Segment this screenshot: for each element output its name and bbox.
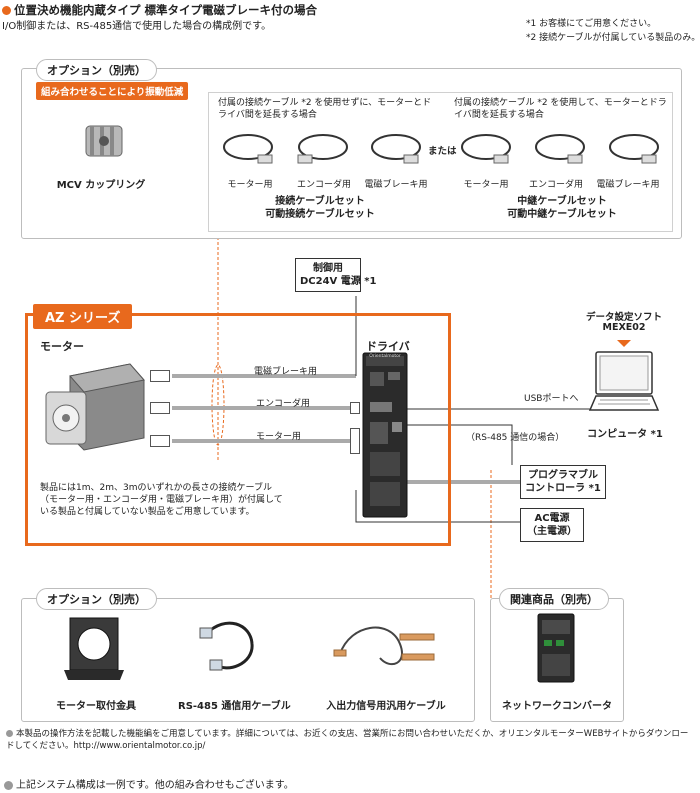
rs485-cable-icon (199, 621, 254, 671)
ac-power-box: AC電源 （主電源） (520, 508, 584, 542)
laptop-icon (588, 351, 660, 411)
driver-brand-text: Orientalmotor (369, 354, 401, 359)
cable-label-brake-left: 電磁ブレーキ用 (364, 180, 428, 190)
brake-connector-motor (150, 370, 170, 382)
vibration-badge: 組み合わせることにより振動低減 (36, 82, 189, 100)
cable-label-brake-right: 電磁ブレーキ用 (596, 180, 660, 190)
rs485-label: （RS-485 通信の場合） (466, 433, 565, 443)
ac-power-line (355, 490, 520, 523)
right-cable-note: 付属の接続ケーブル *2 を使用して、モーターとドライバ間を延長する場合 (454, 98, 667, 120)
page-title-text: 位置決め機能内蔵タイプ 標準タイプ電磁ブレーキ付の場合 (14, 3, 318, 17)
bottom-item-1: モーター取付金具 (56, 701, 136, 712)
related-item: ネットワークコンバータ (502, 701, 612, 712)
power24-line2: DC24V 電源 *1 (300, 276, 377, 287)
encoder-relay-cable-icon (535, 134, 585, 164)
gray-bullet-icon (6, 730, 13, 737)
set-right-2: 可動中継ケーブルセット (507, 209, 617, 220)
set-left-2: 可動接続ケーブルセット (265, 209, 375, 220)
encoder-cable-icon (297, 134, 348, 164)
usb-label: USBポートへ (524, 394, 579, 404)
motor-icon (45, 363, 145, 451)
cable-label-encoder-right: エンコーダ用 (528, 180, 583, 190)
io-cable-icon (333, 626, 435, 666)
cable-coils (223, 134, 659, 164)
motor-label: モーター (40, 340, 84, 353)
motor-relay-cable-icon (461, 134, 511, 164)
cable-label-motor-left: モーター用 (227, 180, 273, 190)
coupling-label: MCV カップリング (56, 180, 146, 191)
software-line1: データ設定ソフト (585, 312, 662, 323)
set-left-1: 接続ケーブルセット (275, 196, 365, 207)
motor-cable-icon (223, 134, 273, 164)
driver-icon (362, 352, 408, 518)
left-cable-note: 付属の接続ケーブル *2 を使用せずに、モーターとドライバ間を延長する場合 (218, 98, 432, 120)
motor-bracket-icon (64, 617, 124, 680)
power24-box: 制御用 DC24V 電源 *1 (295, 258, 377, 292)
footnote-1: *1 お客様にてご用意ください。 (526, 19, 657, 29)
cable-label-encoder-left: エンコーダ用 (296, 180, 351, 190)
gray-bullet-icon (4, 780, 13, 790)
encoder-connector-motor (150, 402, 170, 414)
manual-note-text: 本製品の操作方法を記載した機能編をご用意しています。詳細については、お近くの支店… (6, 729, 689, 751)
driver-label: ドライバ (366, 340, 410, 353)
cable-brake-label: 電磁ブレーキ用 (254, 367, 318, 377)
related-tag: 関連商品（別売） (499, 588, 609, 610)
cable-motor-label: モーター用 (256, 432, 302, 442)
ac-power-line1: AC電源 (534, 513, 570, 524)
brake-relay-cable-icon (609, 134, 659, 164)
motor-connector-motor (150, 435, 170, 447)
brake-cable-icon (371, 134, 421, 164)
network-converter-icon (537, 613, 575, 683)
cable-option-area (208, 92, 673, 232)
bottom-option-tag: オプション（別売） (36, 588, 157, 610)
cable-label-motor-right: モーター用 (463, 180, 509, 190)
power24-line1: 制御用 (313, 263, 343, 274)
or-label: または (428, 146, 457, 157)
az-description: 製品には1m、2m、3mのいずれかの長さの接続ケーブル（モーター用・エンコーダ用… (40, 483, 283, 517)
top-option-tag: オプション（別売） (36, 59, 157, 81)
footnote-2: *2 接続ケーブルが付属している製品のみ。 (526, 33, 700, 43)
plc-line2: コントローラ *1 (525, 483, 601, 494)
bottom-item-3: 入出力信号用汎用ケーブル (326, 701, 446, 712)
cable-ellipse (211, 364, 225, 446)
set-right-1: 中継ケーブルセット (517, 196, 607, 207)
computer-label: コンピュータ *1 (587, 429, 663, 440)
cable-encoder-label: エンコーダ用 (256, 399, 311, 409)
encoder-connector-driver (350, 402, 360, 414)
plc-box: プログラマブル コントローラ *1 (520, 465, 606, 499)
page-title: 位置決め機能内蔵タイプ 標準タイプ電磁ブレーキ付の場合 (2, 2, 317, 18)
az-series-box (25, 313, 451, 546)
orange-bullet-icon (2, 6, 11, 15)
plc-line1: プログラマブル (528, 470, 598, 481)
system-note: 上記システム構成は一例です。他の組み合わせもございます。 (4, 776, 294, 791)
ac-power-line2: （主電源） (527, 526, 577, 537)
rs485-line (405, 424, 513, 465)
bottom-item-2: RS-485 通信用ケーブル (178, 701, 291, 712)
az-series-tag: AZ シリーズ (33, 304, 133, 329)
coupling-icon (85, 125, 123, 157)
page-subtitle: I/O制御または、RS-485通信で使用した場合の構成例です。 (2, 21, 272, 32)
manual-note: 本製品の操作方法を記載した機能編をご用意しています。詳細については、お近くの支店… (6, 728, 692, 752)
system-note-text: 上記システム構成は一例です。他の組み合わせもございます。 (16, 780, 294, 791)
software-line2: MEXE02 (602, 322, 646, 333)
down-arrow-icon (617, 340, 631, 347)
motor-connector-driver (350, 428, 360, 454)
